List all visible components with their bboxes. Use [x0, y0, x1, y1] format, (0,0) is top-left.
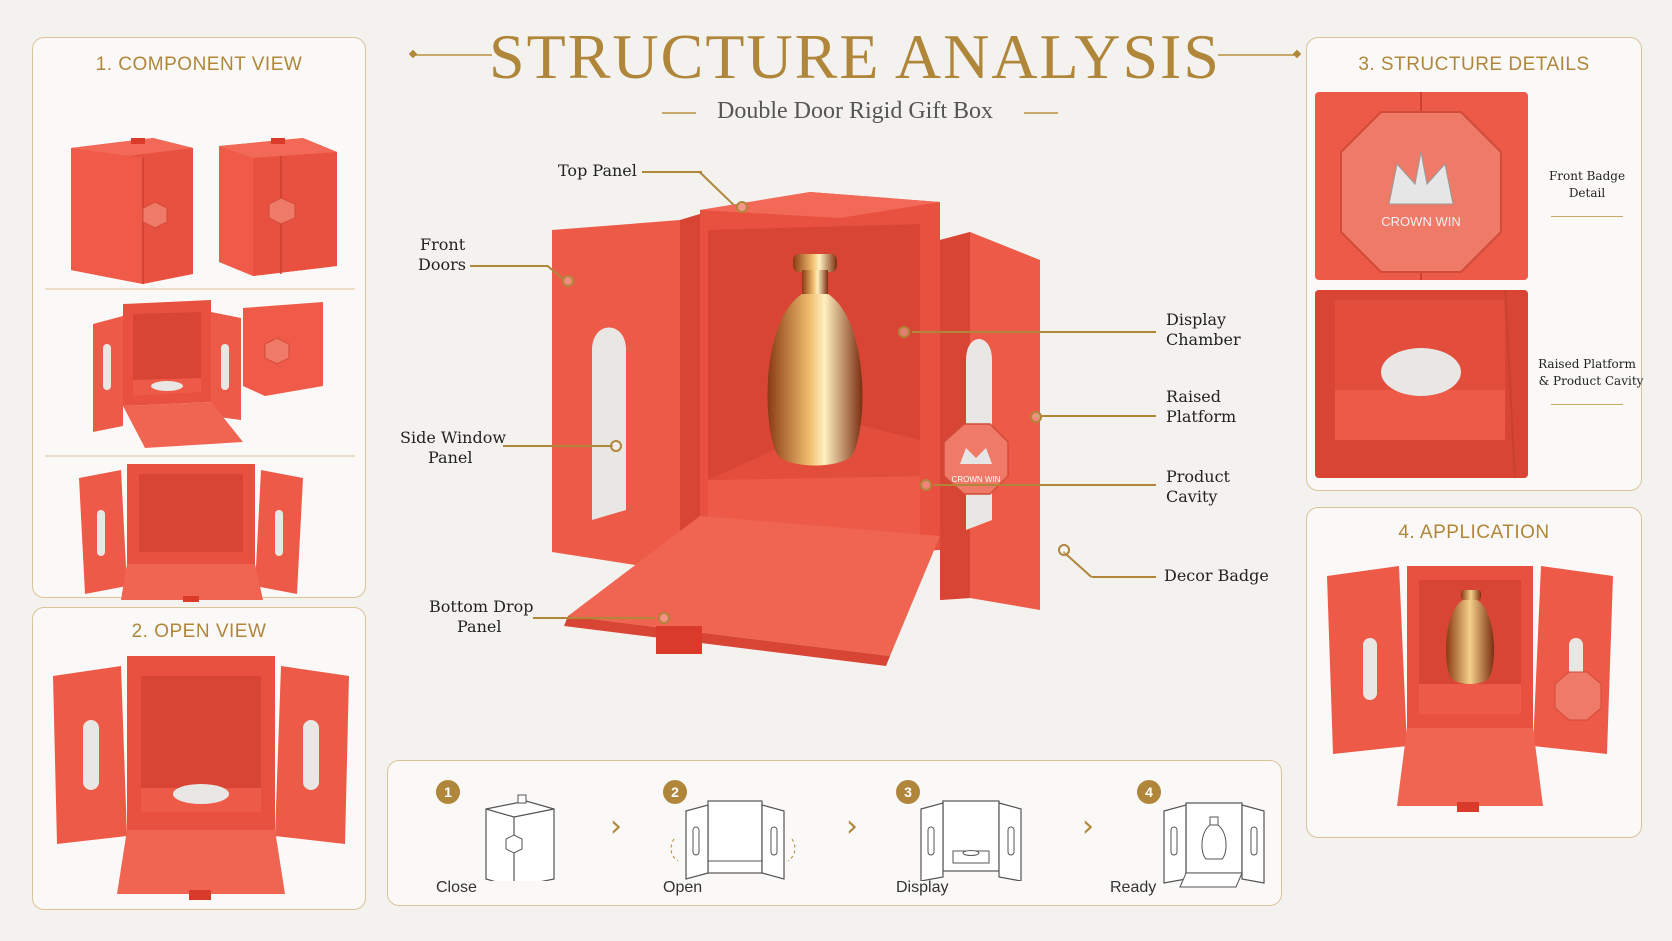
- structure-details-panel: 3. STRUCTURE DETAILS CROWN WIN Front Bad…: [1306, 37, 1643, 491]
- step-3-label: Display: [896, 879, 949, 896]
- step-4-label: Ready: [1110, 879, 1157, 896]
- platform-cavity-detail: [1315, 290, 1528, 478]
- pin-product-cavity: [920, 479, 932, 491]
- platform-detail-label-2: & Product Cavity: [1538, 374, 1644, 388]
- subtitle-ornament-right: [1024, 112, 1058, 114]
- title-ornament-left: [412, 54, 492, 56]
- front-badge-octagon-icon: CROWN WIN: [1340, 92, 1502, 280]
- component-view-illustration: [45, 138, 355, 602]
- callout-front-doors-1: Front: [420, 235, 466, 254]
- open-view-panel: 2. OPEN VIEW: [32, 607, 366, 910]
- step-4-number: 4: [1137, 780, 1161, 804]
- leader-bottom-drop: [533, 617, 655, 619]
- pin-raised-platform: [1030, 411, 1042, 423]
- step-2-number: 2: [663, 780, 687, 804]
- structure-details-title: 3. STRUCTURE DETAILS: [1358, 54, 1590, 75]
- page-subtitle: Double Door Rigid Gift Box: [717, 98, 993, 124]
- callout-decor-badge: Decor Badge: [1164, 566, 1269, 585]
- step-4-ready-icon: [1163, 802, 1265, 888]
- callout-side-window-1: Side Window: [400, 428, 507, 447]
- title-ornament-right: [1218, 54, 1298, 56]
- fully-open-box: [79, 464, 303, 602]
- callout-side-window-2: Panel: [428, 448, 473, 467]
- leader-raised-platform: [1034, 415, 1156, 417]
- leader-decor-badge: [1092, 576, 1156, 578]
- closed-box-front: [71, 138, 193, 284]
- step-2-open-icon: [670, 800, 796, 880]
- subtitle-ornament-left: [662, 112, 696, 114]
- page-title: STRUCTURE ANALYSIS: [489, 21, 1221, 92]
- platform-detail-image: [1315, 290, 1528, 478]
- main-box-illustration: CROWN WIN: [552, 192, 1040, 666]
- step-3-display-icon: [920, 800, 1022, 881]
- open-view-illustration: [53, 656, 349, 900]
- closed-box-angle: [219, 138, 337, 276]
- pin-decor-badge: [1058, 544, 1070, 556]
- leader-top-panel: [642, 171, 702, 173]
- callout-product-cavity-1: Product: [1166, 467, 1230, 486]
- front-badge-detail-image: CROWN WIN: [1315, 92, 1528, 280]
- leader-side-window: [503, 445, 613, 447]
- pin-side-window: [610, 440, 622, 452]
- step-3-number: 3: [896, 780, 920, 804]
- leader-product-cavity: [934, 484, 1156, 486]
- pin-front-doors: [562, 275, 574, 287]
- application-panel: 4. APPLICATION: [1306, 507, 1642, 838]
- callout-top-panel: Top Panel: [558, 161, 637, 180]
- leader-front-doors: [470, 265, 548, 267]
- pin-bottom-drop: [658, 612, 670, 624]
- callout-bottom-drop-2: Panel: [457, 617, 502, 636]
- badge-detail-divider: [1551, 216, 1623, 217]
- detail-brand-text: CROWN WIN: [1381, 214, 1460, 229]
- callout-display-chamber-2: Chamber: [1166, 330, 1241, 349]
- front-badge-detail-label-1: Front Badge: [1548, 169, 1626, 183]
- callout-bottom-drop-1: Bottom Drop: [429, 597, 534, 616]
- platform-detail-divider: [1551, 404, 1623, 405]
- step-1-close-icon: [485, 794, 555, 881]
- step-1-number: 1: [436, 780, 460, 804]
- step-arrow-2-icon: ›: [846, 809, 858, 844]
- callout-raised-platform-2: Platform: [1166, 407, 1237, 426]
- pin-top-panel: [736, 201, 748, 213]
- component-view-panel: 1. COMPONENT VIEW: [32, 37, 366, 602]
- platform-detail-label-1: Raised Platform: [1538, 357, 1636, 371]
- application-title: 4. APPLICATION: [1398, 522, 1550, 543]
- application-illustration: [1327, 566, 1613, 812]
- step-1-label: Close: [436, 879, 477, 896]
- front-badge-detail-label-2: Detail: [1568, 186, 1606, 200]
- step-arrow-1-icon: ›: [610, 809, 622, 844]
- callout-display-chamber-1: Display: [1166, 310, 1227, 329]
- callout-product-cavity-2: Cavity: [1166, 487, 1218, 506]
- badge-brand-text: CROWN WIN: [952, 475, 1001, 484]
- pin-display-chamber: [898, 326, 910, 338]
- step-arrow-3-icon: ›: [1082, 809, 1094, 844]
- steps-panel: 1 Close › 2 Open › 3 Display › 4: [387, 760, 1282, 906]
- component-view-title: 1. COMPONENT VIEW: [95, 54, 303, 75]
- half-open-box: [93, 300, 323, 448]
- leader-display-chamber: [912, 331, 1156, 333]
- callout-front-doors-2: Doors: [418, 255, 466, 274]
- open-view-title: 2. OPEN VIEW: [131, 621, 267, 642]
- callout-raised-platform-1: Raised: [1166, 387, 1221, 406]
- step-2-label: Open: [663, 879, 703, 896]
